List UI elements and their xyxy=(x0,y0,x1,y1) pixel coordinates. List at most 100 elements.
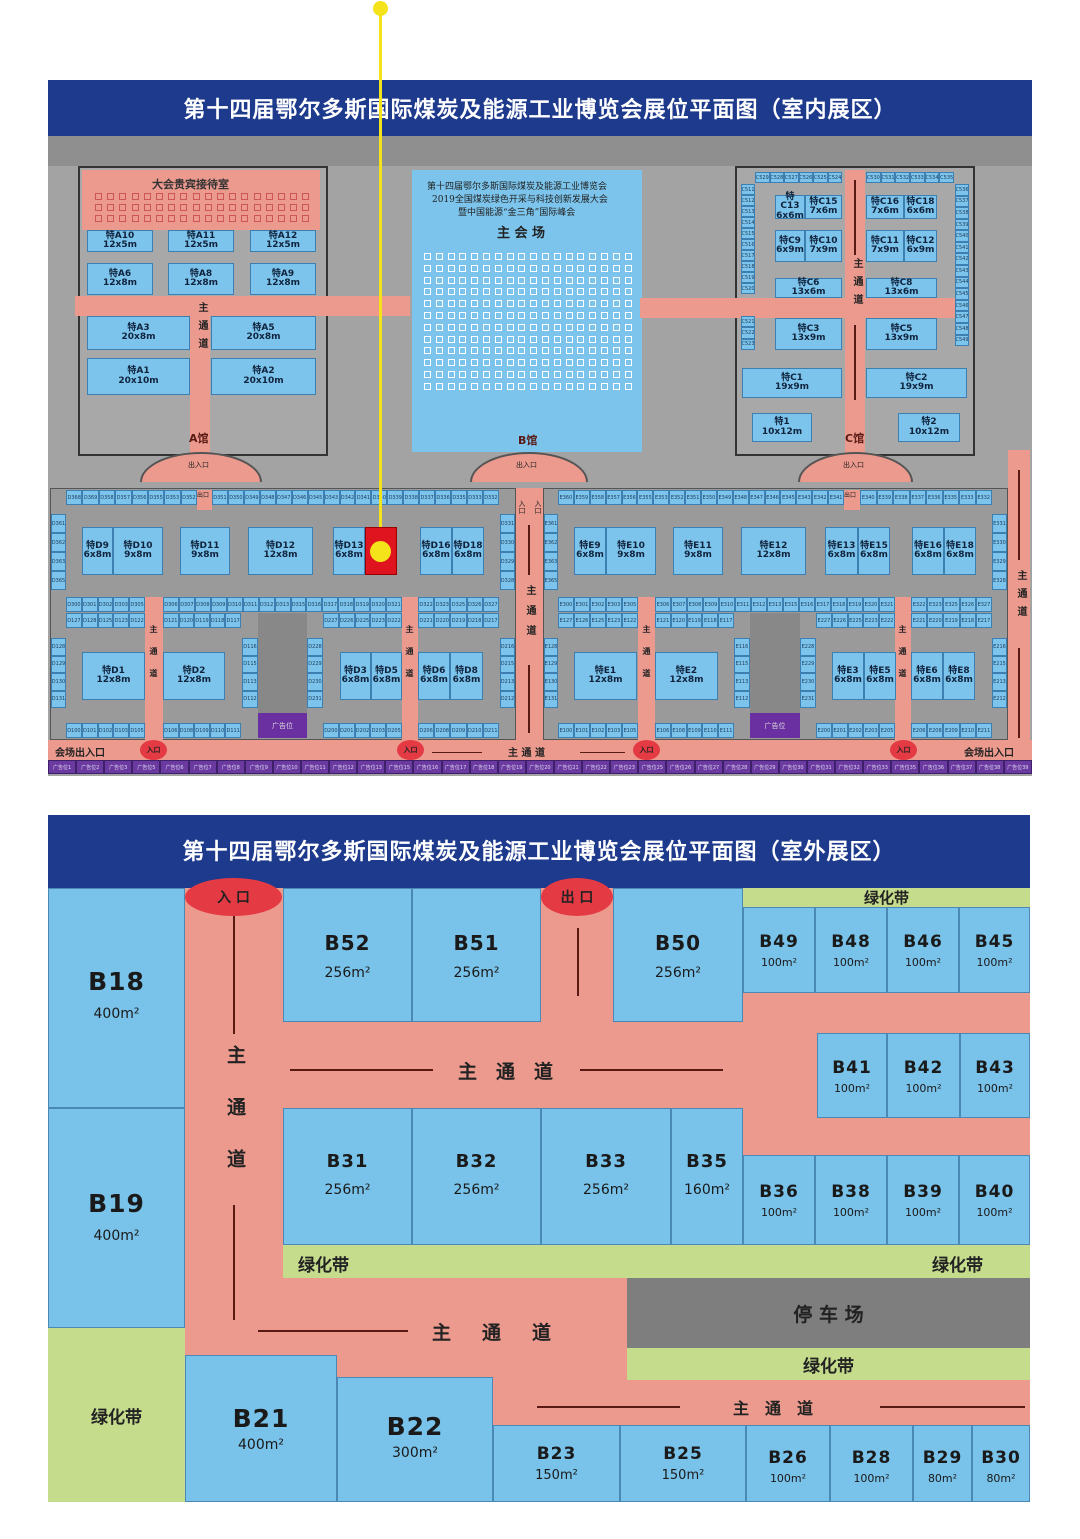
small-booth[interactable]: D316 xyxy=(306,597,323,612)
small-booth[interactable]: E106 xyxy=(655,723,671,738)
small-booth[interactable]: E351 xyxy=(685,490,702,505)
small-booth[interactable]: C518 xyxy=(741,261,755,272)
small-booth[interactable]: D310 xyxy=(226,597,243,612)
small-booth[interactable]: D100 xyxy=(66,723,82,738)
small-booth[interactable]: D303 xyxy=(113,597,130,612)
small-booth[interactable]: D349 xyxy=(243,490,260,505)
small-booth[interactable]: D226 xyxy=(338,613,355,628)
small-booth[interactable]: E121 xyxy=(655,613,671,628)
small-booth[interactable]: D201 xyxy=(338,723,355,738)
small-booth[interactable]: E122 xyxy=(622,613,638,628)
small-booth[interactable]: E126 xyxy=(574,613,590,628)
small-booth[interactable]: D105 xyxy=(129,723,145,738)
small-booth[interactable]: D357 xyxy=(115,490,132,505)
small-booth[interactable]: C522 xyxy=(741,327,755,339)
ad-slot[interactable]: 广告位39 xyxy=(1003,760,1032,774)
small-booth[interactable]: D327 xyxy=(482,597,500,612)
small-booth[interactable]: C535 xyxy=(939,172,955,183)
small-booth[interactable]: D219 xyxy=(450,613,467,628)
small-booth[interactable]: D208 xyxy=(434,723,451,738)
small-booth[interactable]: D230 xyxy=(307,673,323,691)
small-booth[interactable]: E313 xyxy=(767,597,783,612)
small-booth[interactable]: D118 xyxy=(209,613,226,628)
small-booth[interactable]: D129 xyxy=(51,655,66,673)
small-booth[interactable]: E348 xyxy=(732,490,749,505)
small-booth[interactable]: E330 xyxy=(992,533,1007,552)
small-booth[interactable]: D358 xyxy=(98,490,116,505)
small-booth[interactable]: C511 xyxy=(741,184,755,195)
small-booth[interactable]: E116 xyxy=(734,638,750,656)
small-booth[interactable]: D368 xyxy=(66,490,83,505)
small-booth[interactable]: D113 xyxy=(242,673,258,691)
small-booth[interactable]: E205 xyxy=(879,723,895,738)
small-booth[interactable]: E302 xyxy=(590,597,606,612)
small-booth[interactable]: C534 xyxy=(924,172,940,183)
small-booth[interactable]: D312 xyxy=(258,597,275,612)
small-booth[interactable]: C512 xyxy=(741,195,755,206)
small-booth[interactable]: C549 xyxy=(955,334,969,347)
small-booth[interactable]: D128 xyxy=(51,638,66,656)
small-booth[interactable]: E307 xyxy=(671,597,687,612)
small-booth[interactable]: C520 xyxy=(741,283,755,294)
ad-space[interactable]: 广告位 xyxy=(750,713,800,738)
small-booth[interactable]: C538 xyxy=(955,207,969,219)
small-booth[interactable]: E117 xyxy=(718,613,734,628)
small-booth[interactable]: E339 xyxy=(876,490,893,505)
small-booth[interactable]: D319 xyxy=(354,597,371,612)
small-booth[interactable]: D361 xyxy=(51,514,66,533)
small-booth[interactable]: E300 xyxy=(558,597,574,612)
small-booth[interactable]: E102 xyxy=(590,723,606,738)
small-booth[interactable]: D329 xyxy=(500,552,515,571)
entrance-marker[interactable]: 入口 xyxy=(140,740,167,760)
small-booth[interactable]: C539 xyxy=(955,218,969,231)
small-booth[interactable]: C546 xyxy=(955,299,969,312)
small-booth[interactable]: E213 xyxy=(992,673,1007,691)
small-booth[interactable]: E311 xyxy=(735,597,751,612)
ad-slot[interactable]: 广告位16 xyxy=(413,760,442,774)
small-booth[interactable]: D320 xyxy=(370,597,387,612)
small-booth[interactable]: D315 xyxy=(290,597,307,612)
small-booth[interactable]: D338 xyxy=(403,490,420,505)
small-booth[interactable]: C543 xyxy=(955,265,969,277)
small-booth[interactable]: D365 xyxy=(51,571,66,590)
small-booth[interactable]: D218 xyxy=(466,613,483,628)
small-booth[interactable]: E119 xyxy=(686,613,703,628)
small-booth[interactable]: D229 xyxy=(307,655,323,673)
ad-slot[interactable]: 广告位7 xyxy=(188,760,217,774)
small-booth[interactable]: C527 xyxy=(784,172,799,183)
small-booth[interactable]: D337 xyxy=(419,490,436,505)
small-booth[interactable]: D352 xyxy=(180,490,197,505)
small-booth[interactable]: E220 xyxy=(927,613,944,628)
small-booth[interactable]: D309 xyxy=(210,597,227,612)
ad-slot[interactable]: 广告位38 xyxy=(975,760,1004,774)
small-booth[interactable]: C537 xyxy=(955,195,969,208)
small-booth[interactable]: D332 xyxy=(482,490,499,505)
small-booth[interactable]: C531 xyxy=(880,172,896,183)
entrance-marker[interactable]: 入口 xyxy=(633,740,660,760)
small-booth[interactable]: D110 xyxy=(209,723,226,738)
small-booth[interactable]: E328 xyxy=(992,571,1007,590)
small-booth[interactable]: D331 xyxy=(500,514,515,533)
ad-slot[interactable]: 广告位32 xyxy=(835,760,864,774)
